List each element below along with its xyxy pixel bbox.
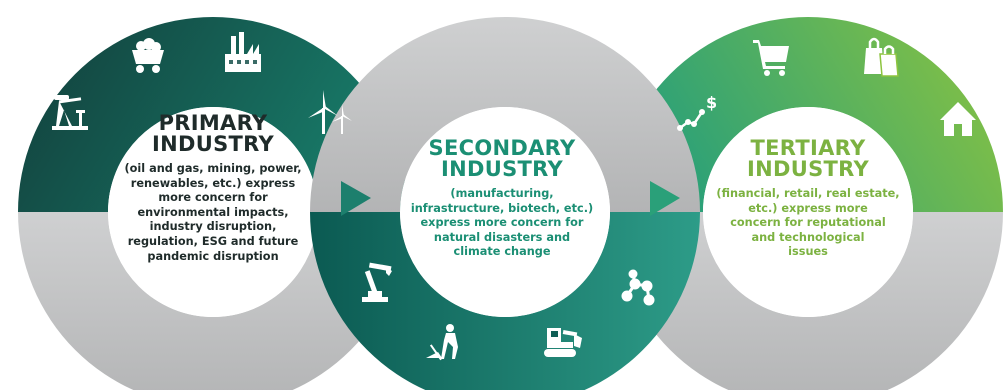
power-plant-icon xyxy=(225,32,261,72)
primary-title: PRIMARY INDUSTRY xyxy=(152,111,274,156)
svg-text:$: $ xyxy=(706,93,717,112)
secondary-ring xyxy=(310,17,700,390)
oil-pump-icon xyxy=(52,95,88,130)
secondary-title: SECONDARY INDUSTRY xyxy=(428,136,576,181)
tertiary-industry-label: TERTIARY INDUSTRY (financial, retail, re… xyxy=(712,138,904,260)
house-icon xyxy=(940,102,976,136)
robotic-arm-icon xyxy=(362,262,392,302)
tertiary-description: (financial, retail, real estate, etc.) e… xyxy=(716,187,900,259)
tertiary-ring xyxy=(613,17,1003,390)
primary-industry-label: PRIMARY INDUSTRY (oil and gas, mining, p… xyxy=(108,113,318,264)
arrow-primary-to-secondary xyxy=(341,181,371,216)
excavator-icon xyxy=(544,328,582,357)
construction-worker-icon xyxy=(426,324,458,361)
shopping-bag-icon xyxy=(864,37,899,77)
wind-turbine-icon xyxy=(308,90,352,134)
tertiary-title: TERTIARY INDUSTRY xyxy=(747,136,869,181)
secondary-industry-label: SECONDARY INDUSTRY (manufacturing, infra… xyxy=(402,138,602,260)
molecule-icon xyxy=(621,269,655,306)
mine-cart-icon xyxy=(132,38,164,73)
shopping-cart-icon xyxy=(753,40,789,76)
primary-ring xyxy=(18,17,408,390)
primary-description: (oil and gas, mining, power, renewables,… xyxy=(124,162,302,263)
finance-chart-icon: $ xyxy=(677,93,717,131)
arrow-secondary-to-tertiary xyxy=(650,181,680,216)
secondary-description: (manufacturing, infrastructure, biotech,… xyxy=(410,187,594,259)
